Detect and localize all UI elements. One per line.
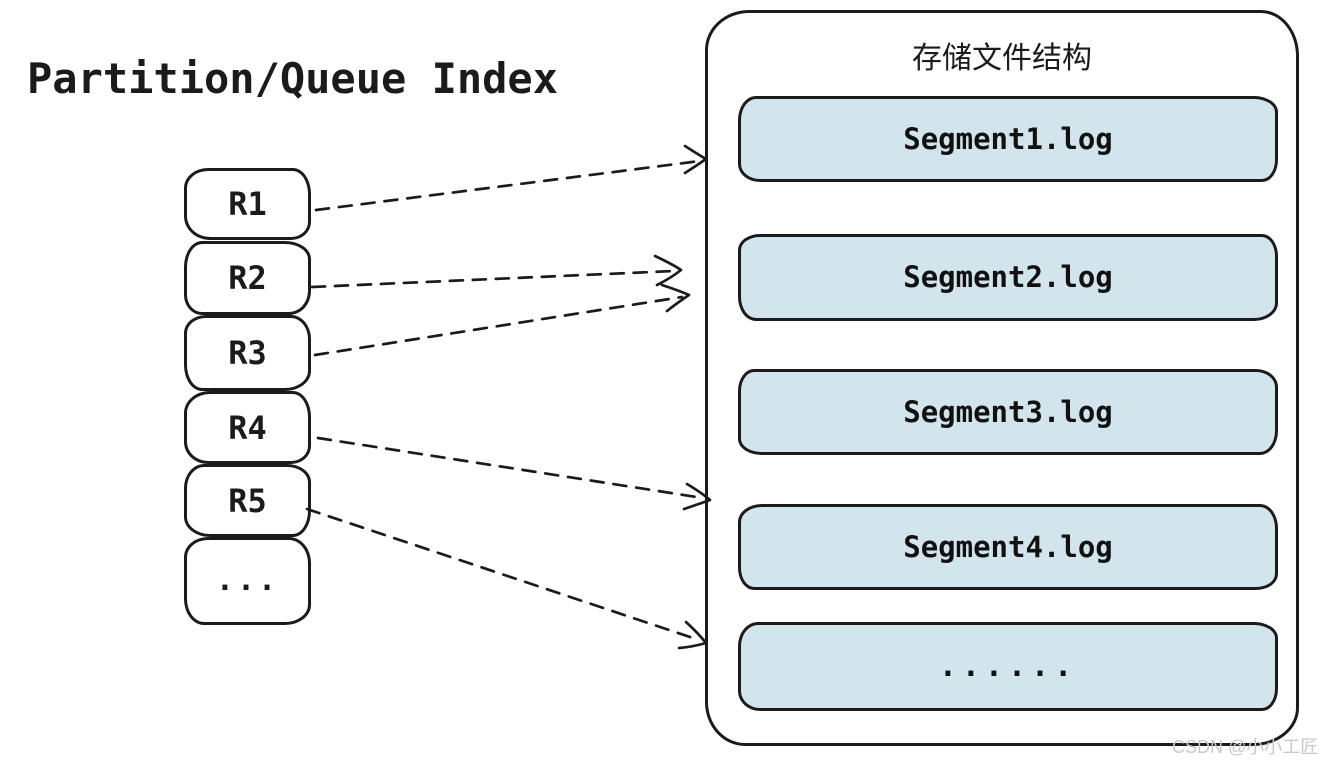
segment-box-2: Segment2.log (738, 234, 1278, 321)
index-box-r4: R4 (184, 391, 311, 464)
storage-file-structure-container: 存储文件结构 Segment1.log Segment2.log Segment… (705, 10, 1299, 746)
watermark: CSDN @小小工匠 (1172, 737, 1319, 757)
index-label: R2 (228, 259, 267, 297)
arrow-r2-seg2 (310, 269, 676, 289)
index-label: R1 (228, 185, 267, 223)
index-box-ellipsis: ... (184, 537, 311, 625)
index-label: R4 (228, 408, 267, 447)
segment-label: Segment4.log (903, 529, 1113, 564)
segment-label: Segment2.log (903, 260, 1113, 294)
arrowhead-r1 (683, 144, 708, 175)
segment-box-3: Segment3.log (738, 369, 1278, 455)
segment-label: Segment3.log (903, 394, 1113, 429)
arrowhead-r3 (660, 283, 691, 313)
index-box-r1: R1 (184, 168, 311, 240)
arrow-r5-ellipsis (305, 507, 701, 642)
arrow-r4-seg4 (316, 436, 705, 500)
index-label: R3 (228, 334, 267, 372)
storage-title: 存储文件结构 (912, 42, 1092, 75)
diagram-title: Partition/Queue Index (27, 54, 559, 103)
segment-label: Segment1.log (903, 121, 1113, 156)
index-box-r2: R2 (184, 241, 311, 315)
segment-label: ...... (938, 648, 1078, 684)
index-label: ... (215, 563, 280, 598)
arrow-r3-seg2 (313, 295, 684, 357)
arrowhead-r2 (653, 254, 683, 287)
index-label: R5 (228, 481, 267, 520)
segment-box-4: Segment4.log (738, 504, 1278, 590)
arrow-r1-seg1 (314, 159, 702, 212)
segment-box-ellipsis: ...... (738, 622, 1278, 711)
segment-box-1: Segment1.log (738, 96, 1278, 182)
index-box-r5: R5 (184, 464, 311, 537)
arrowhead-r5 (677, 620, 708, 650)
index-box-r3: R3 (184, 315, 311, 391)
